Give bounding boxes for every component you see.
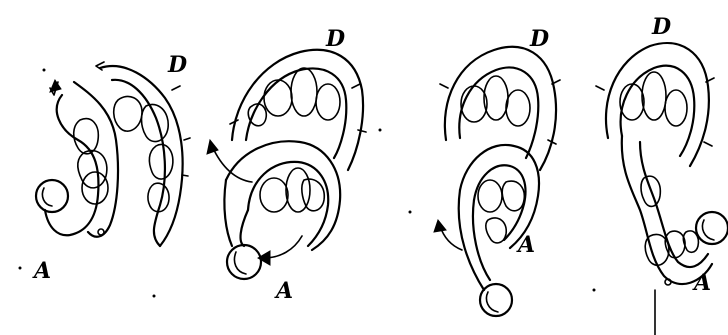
arrowhead: [258, 251, 270, 265]
acceptor-structure: [622, 136, 728, 285]
donor-label: D: [325, 26, 345, 52]
donor-label: D: [529, 26, 549, 52]
donor-label: D: [167, 52, 187, 78]
acceptor-structure: [459, 145, 539, 316]
acceptor-label: A: [516, 232, 535, 258]
acceptor-label: A: [32, 258, 51, 284]
panel-2: D A: [207, 26, 366, 304]
donor-label: D: [651, 14, 671, 40]
specks: [19, 69, 595, 297]
donor-structure: [596, 43, 714, 166]
panel-4: D A: [596, 14, 728, 335]
arrowhead: [207, 140, 218, 154]
curved-arrow: [212, 146, 252, 182]
acceptor-label: A: [274, 278, 293, 304]
arrowhead: [434, 220, 446, 232]
acceptor-structure: [36, 80, 118, 237]
panel-3: D A: [434, 26, 560, 316]
donor-structure: [440, 47, 560, 170]
panel-1: D A: [32, 52, 190, 284]
donor-structure: [96, 62, 190, 246]
acceptor-label: A: [692, 270, 711, 296]
acceptor-structure: [224, 141, 340, 279]
